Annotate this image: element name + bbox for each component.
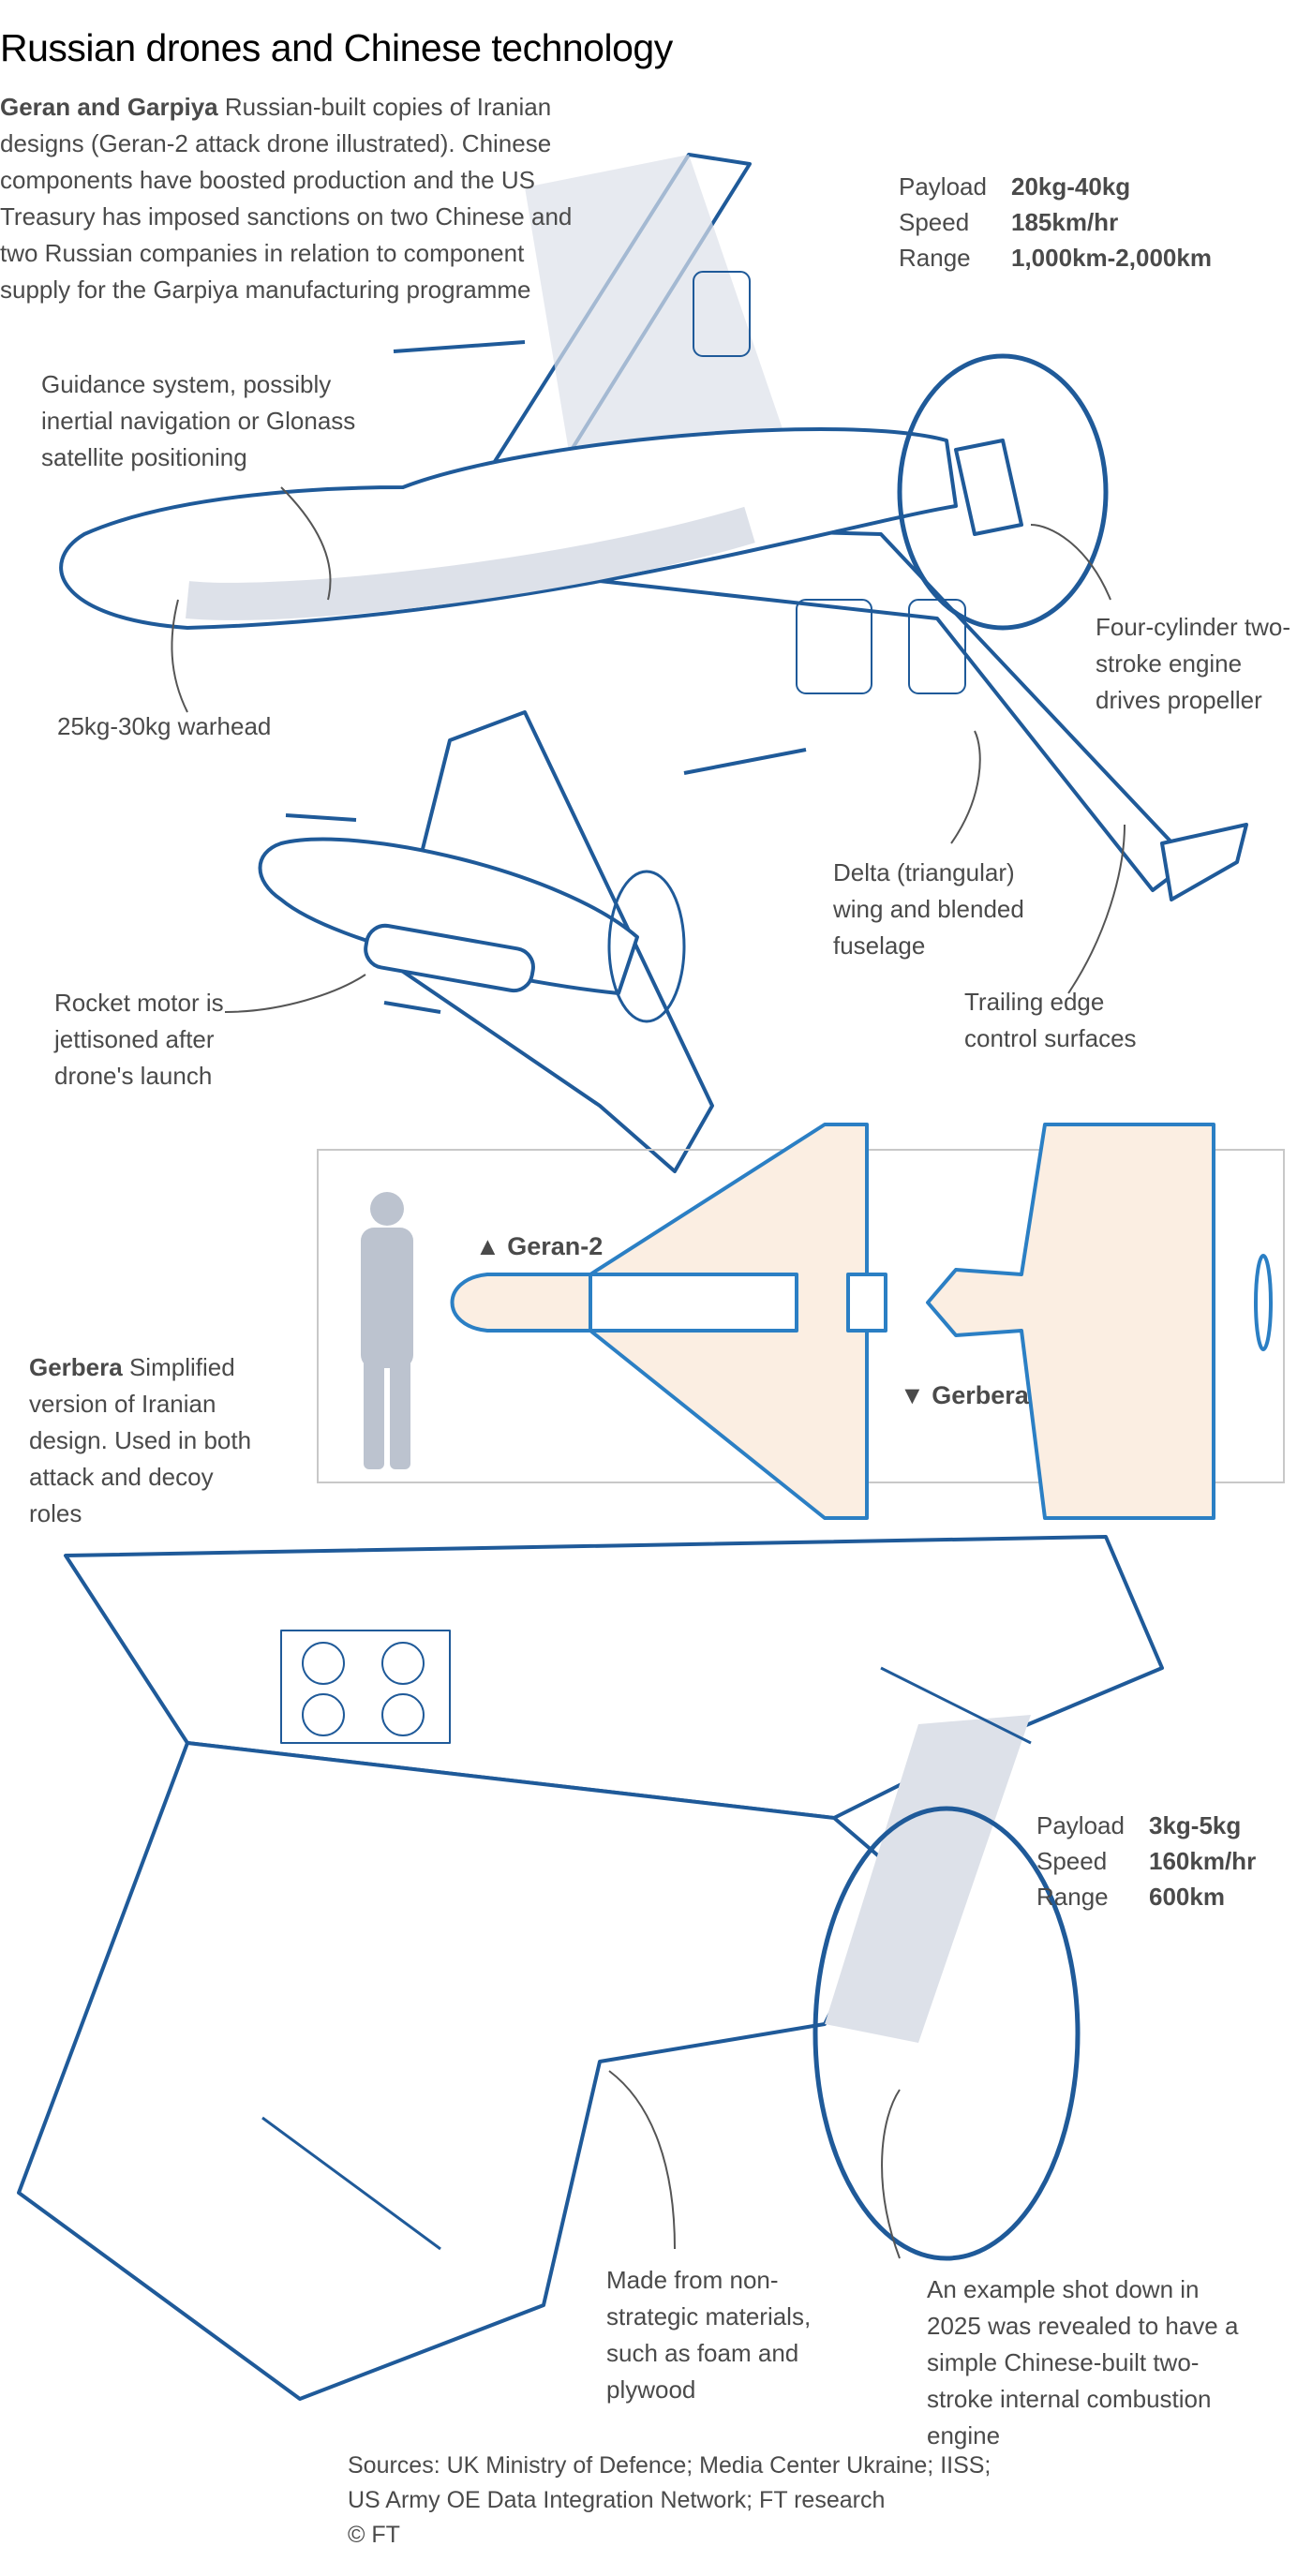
annotation-chinese-engine: An example shot down in 2025 was reveale… (927, 2275, 1239, 2449)
annotation-rocket-motor: Rocket motor is jettisoned after drone's… (54, 989, 224, 1090)
spec-value: 20kg-40kg (1011, 172, 1131, 201)
sources: Sources: UK Ministry of Defence; Media C… (348, 2449, 991, 2553)
spec-row: Speed 185km/hr (899, 204, 1212, 240)
spec-row: Range 600km (1036, 1879, 1256, 1914)
spec-label: Speed (899, 208, 970, 236)
ft-credit: © FT (348, 2522, 400, 2548)
geran-heading: Geran and Garpiya (0, 93, 218, 121)
spec-value: 185km/hr (1011, 208, 1119, 236)
geran-2-topview (450, 1123, 887, 1520)
annotation-warhead: 25kg-30kg warhead (57, 712, 272, 740)
spec-row: Payload 20kg-40kg (899, 169, 1212, 204)
spec-row: Range 1,000km-2,000km (899, 240, 1212, 275)
annotation-materials: Made from non-strategic materials, such … (606, 2266, 812, 2404)
spec-label: Range (1036, 1883, 1109, 1911)
spec-row: Speed 160km/hr (1036, 1843, 1256, 1879)
geran-2-drone-illustration (59, 153, 1248, 901)
spec-label: Payload (1036, 1811, 1125, 1839)
geran-description: Geran and Garpiya Russian-built copies o… (0, 89, 600, 308)
gerbera-description: Gerbera Simplified version of Iranian de… (29, 1349, 273, 1532)
gerbera-topview (926, 1123, 1273, 1520)
sources-line-1: Sources: UK Ministry of Defence; Media C… (348, 2452, 991, 2479)
geran-description-text: Russian-built copies of Iranian designs … (0, 93, 573, 304)
geran-specs: Payload 20kg-40kg Speed 185km/hr Range 1,00… (899, 169, 1212, 275)
spec-row: Payload 3kg-5kg (1036, 1808, 1256, 1843)
spec-value: 600km (1149, 1883, 1225, 1911)
annotation-engine: Four-cylinder two-stroke engine drives p… (1096, 613, 1291, 714)
geran-2-label: ▲ Geran-2 (475, 1232, 604, 1260)
annotation-trailing-edge: Trailing edge control surfaces (964, 988, 1137, 1052)
page-title: Russian drones and Chinese technology (0, 26, 673, 69)
spec-label: Payload (899, 172, 987, 201)
sources-line-2: US Army OE Data Integration Network; FT … (348, 2487, 886, 2513)
geran-2-launch-illustration (258, 710, 714, 1173)
spec-value: 3kg-5kg (1149, 1811, 1242, 1839)
spec-label: Range (899, 244, 971, 272)
gerbera-drone-illustration (17, 1535, 1164, 2401)
annotation-guidance: Guidance system, possibly inertial navig… (41, 370, 356, 471)
spec-value: 1,000km-2,000km (1011, 244, 1212, 272)
spec-value: 160km/hr (1149, 1847, 1257, 1875)
gerbera-description-text: Simplified version of Iranian design. Us… (29, 1353, 252, 1527)
gerbera-specs: Payload 3kg-5kg Speed 160km/hr Range 600km (1036, 1808, 1256, 1914)
human-silhouette (361, 1192, 413, 1469)
gerbera-heading: Gerbera (29, 1353, 123, 1381)
gerbera-label: ▼ Gerbera (900, 1381, 1029, 1409)
annotation-wing: Delta (triangular) wing and blended fuse… (833, 858, 1024, 960)
spec-label: Speed (1036, 1847, 1108, 1875)
